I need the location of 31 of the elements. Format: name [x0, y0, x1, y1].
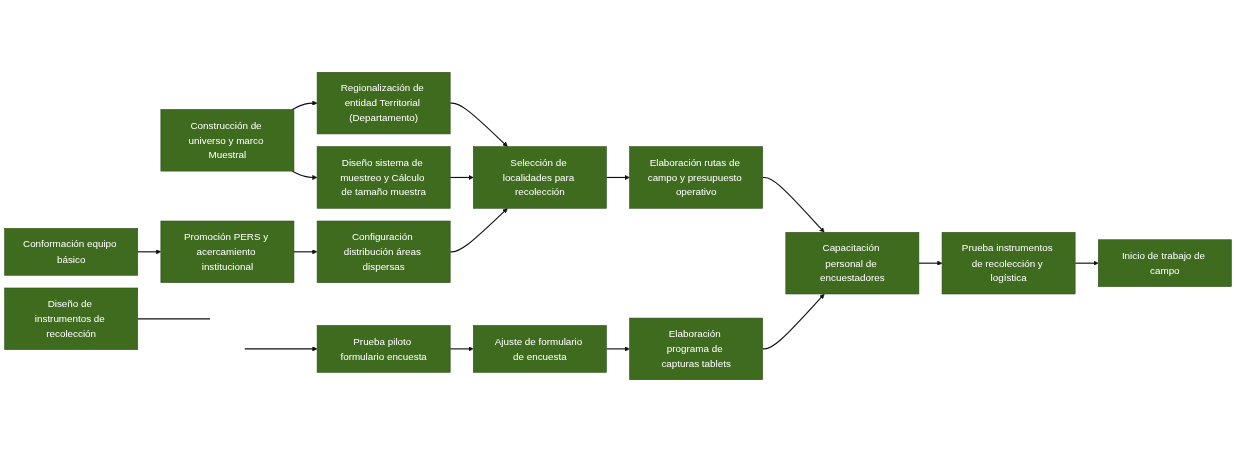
node-box: Regionalización de entidad Territorial (Departamento) [316, 72, 451, 135]
arrow [291, 100, 318, 111]
node-box: Elaboración programa de capturas tablets [629, 317, 763, 380]
arrow [762, 176, 825, 233]
node-box: Prueba instrumentos de recolección y logística [941, 232, 1076, 295]
arrow [449, 208, 508, 253]
node-box: Promoción PERS y acercamiento institucional [160, 220, 295, 283]
arrow [291, 170, 318, 180]
node-box: Diseño de instrumentos de recolección [4, 287, 138, 350]
node-box: Selección de localidades para recolección [473, 146, 607, 209]
arrow [449, 102, 508, 147]
node-box: Diseño sistema de muestreo y Cálculo de tamaño muestra [316, 146, 451, 209]
arrow [605, 346, 630, 352]
arrow [1074, 260, 1099, 266]
node-box: Elaboración rutas de campo y presupuesto operativo [629, 146, 763, 209]
arrow [293, 249, 318, 255]
arrow [137, 249, 162, 255]
node-box: Prueba piloto formulario encuesta [316, 325, 451, 373]
node-box: Configuración distribución áreas dispersas [316, 220, 451, 283]
arrow [244, 346, 318, 352]
node-box: Conformación equipo básico [4, 228, 138, 276]
arrow [918, 260, 943, 266]
arrow [762, 293, 825, 350]
arrow [449, 346, 474, 352]
node-box: Inicio de trabajo de campo [1098, 239, 1232, 287]
arrow [449, 174, 474, 180]
connector [137, 318, 211, 320]
node-box: Ajuste de formulario de encuesta [473, 325, 607, 373]
node-box: Construcción de universo y marco Muestral [160, 109, 295, 172]
node-box: Capacitación personal de encuestadores [785, 232, 920, 295]
arrow [605, 174, 630, 180]
